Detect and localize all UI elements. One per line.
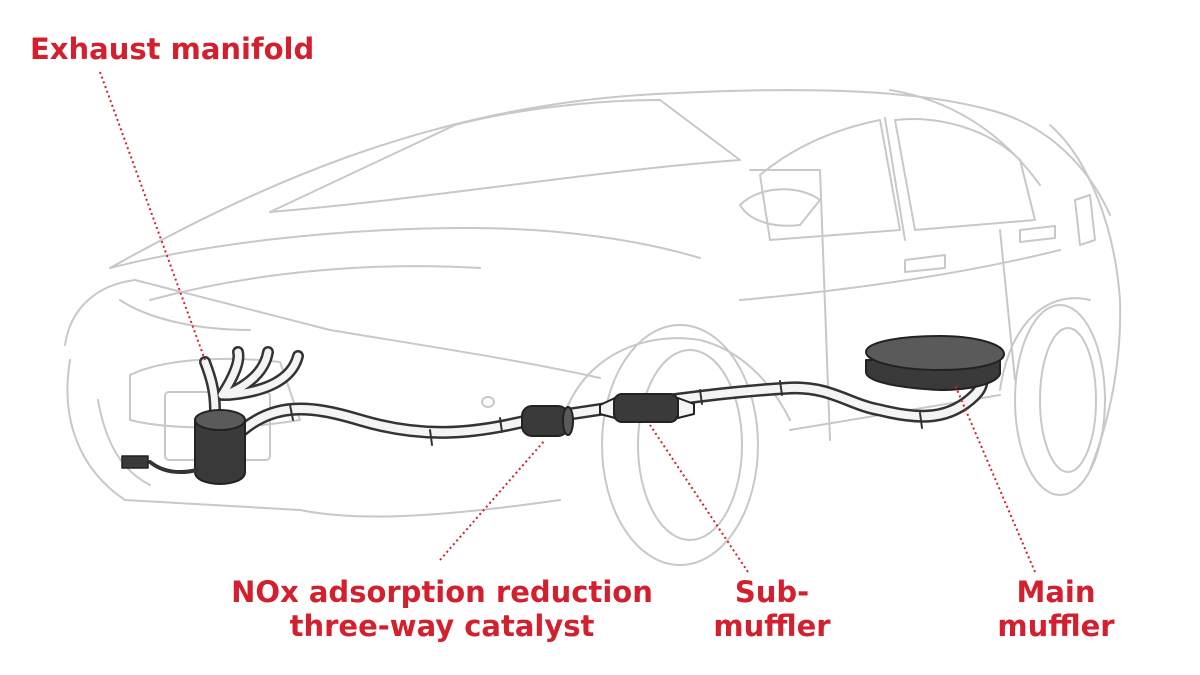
label-nox-catalyst: NOx adsorption reduction three-way catal…: [222, 575, 662, 643]
headlight-left: [119, 299, 251, 331]
hood-crease: [149, 265, 481, 301]
label-exhaust-manifold-text: Exhaust manifold: [30, 32, 315, 66]
sub-muffler-part: [599, 393, 695, 423]
hood-line: [109, 227, 701, 269]
rear-door-line: [999, 229, 1016, 381]
sensor-plug: [121, 455, 149, 469]
fog-intake: [97, 399, 151, 486]
main-muffler-part: [865, 335, 1005, 391]
rear-window: [889, 89, 1041, 186]
rear-wheel-arch: [999, 297, 1091, 391]
label-sub-muffler: Sub- muffler: [702, 575, 842, 643]
label-main-muffler-line2: muffler: [997, 609, 1115, 643]
label-sub-muffler-line1: Sub-: [734, 575, 810, 609]
rear-quarter: [1049, 124, 1122, 471]
nox-catalyst-part: [521, 405, 574, 437]
front-door-handle: [904, 254, 946, 273]
label-sub-muffler-line2: muffler: [713, 609, 831, 643]
rear-wheel: [1014, 304, 1106, 496]
b-pillar: [884, 117, 906, 241]
front-wheel-inner: [637, 349, 743, 541]
front-door-window: [759, 119, 901, 241]
windshield: [269, 99, 741, 213]
front-bumper: [64, 279, 601, 379]
leader-manifold: [99, 71, 206, 361]
catalyst-canister: [194, 409, 246, 485]
rear-light: [1074, 194, 1096, 246]
label-main-muffler: Main muffler: [976, 575, 1136, 643]
leader-catalyst: [439, 439, 546, 561]
label-nox-catalyst-line2: three-way catalyst: [289, 609, 595, 643]
pipe-joints: [289, 380, 923, 446]
rear-door-handle: [1019, 225, 1056, 243]
exhaust-pipe-fill: [228, 366, 986, 444]
sensor-wire: [148, 460, 199, 474]
side-crease: [739, 249, 1061, 301]
exhaust-manifold-part: [199, 346, 304, 416]
fog-lamp: [481, 396, 495, 408]
exhaust-system: [121, 335, 1005, 485]
front-wheel-arch: [559, 337, 791, 431]
car-outline: [64, 89, 1122, 566]
label-nox-catalyst-line1: NOx adsorption reduction: [231, 575, 653, 609]
label-exhaust-manifold: Exhaust manifold: [30, 32, 314, 66]
label-main-muffler-line1: Main: [1016, 575, 1096, 609]
leader-main-muffler: [954, 384, 1036, 573]
rear-door-window: [894, 118, 1036, 231]
car-roof-line: [109, 89, 1111, 269]
leader-lines: [99, 71, 1036, 573]
mirror: [739, 188, 821, 227]
rear-wheel-inner: [1039, 327, 1097, 473]
front-door-line: [749, 169, 831, 441]
front-under-line: [299, 499, 561, 518]
front-wheel: [601, 324, 759, 566]
front-lower-bumper: [66, 359, 301, 511]
